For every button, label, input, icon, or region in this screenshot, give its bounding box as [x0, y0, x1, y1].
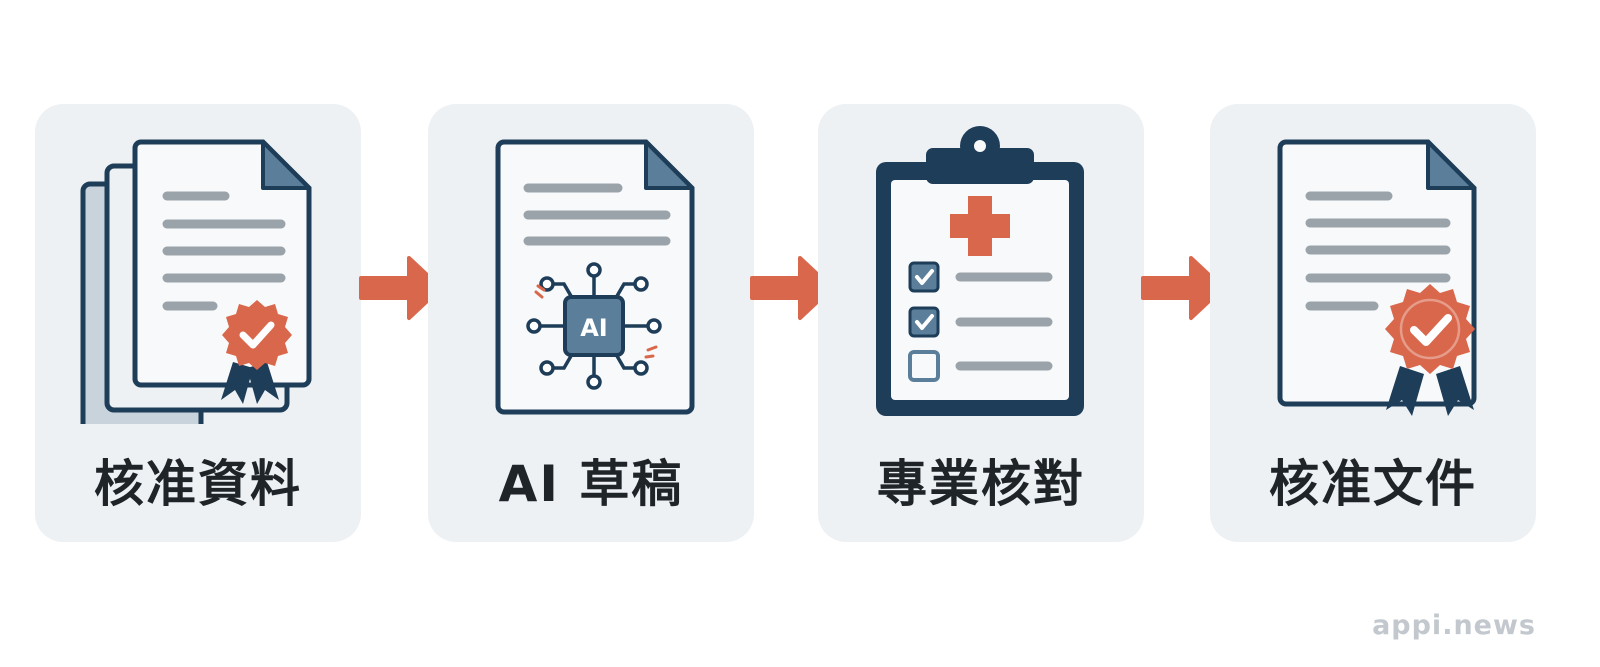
step-label: 專業核對: [877, 455, 1085, 513]
right-arrow-icon: [1141, 256, 1225, 320]
step-card-professional-review: 專業核對: [818, 104, 1144, 542]
step-card-approved-data: 核准資料: [35, 104, 361, 542]
step-label: 核准資料: [94, 455, 302, 513]
medical-checklist-clipboard-icon: [876, 126, 1084, 416]
ai-draft-document-icon: AI: [495, 139, 695, 415]
right-arrow-icon: [750, 256, 834, 320]
right-arrow-icon: [359, 256, 443, 320]
watermark: appi.news: [1372, 610, 1536, 641]
step-card-approved-document: 核准文件: [1210, 104, 1536, 542]
stacked-documents-approved-badge-icon: [80, 139, 312, 424]
step-label: AI 草稿: [498, 455, 684, 513]
ai-chip-label: AI: [580, 314, 608, 342]
step-label: 核准文件: [1269, 455, 1477, 513]
step-card-ai-draft: AI AI 草稿: [428, 104, 754, 542]
approved-document-badge-icon: [1277, 139, 1477, 416]
